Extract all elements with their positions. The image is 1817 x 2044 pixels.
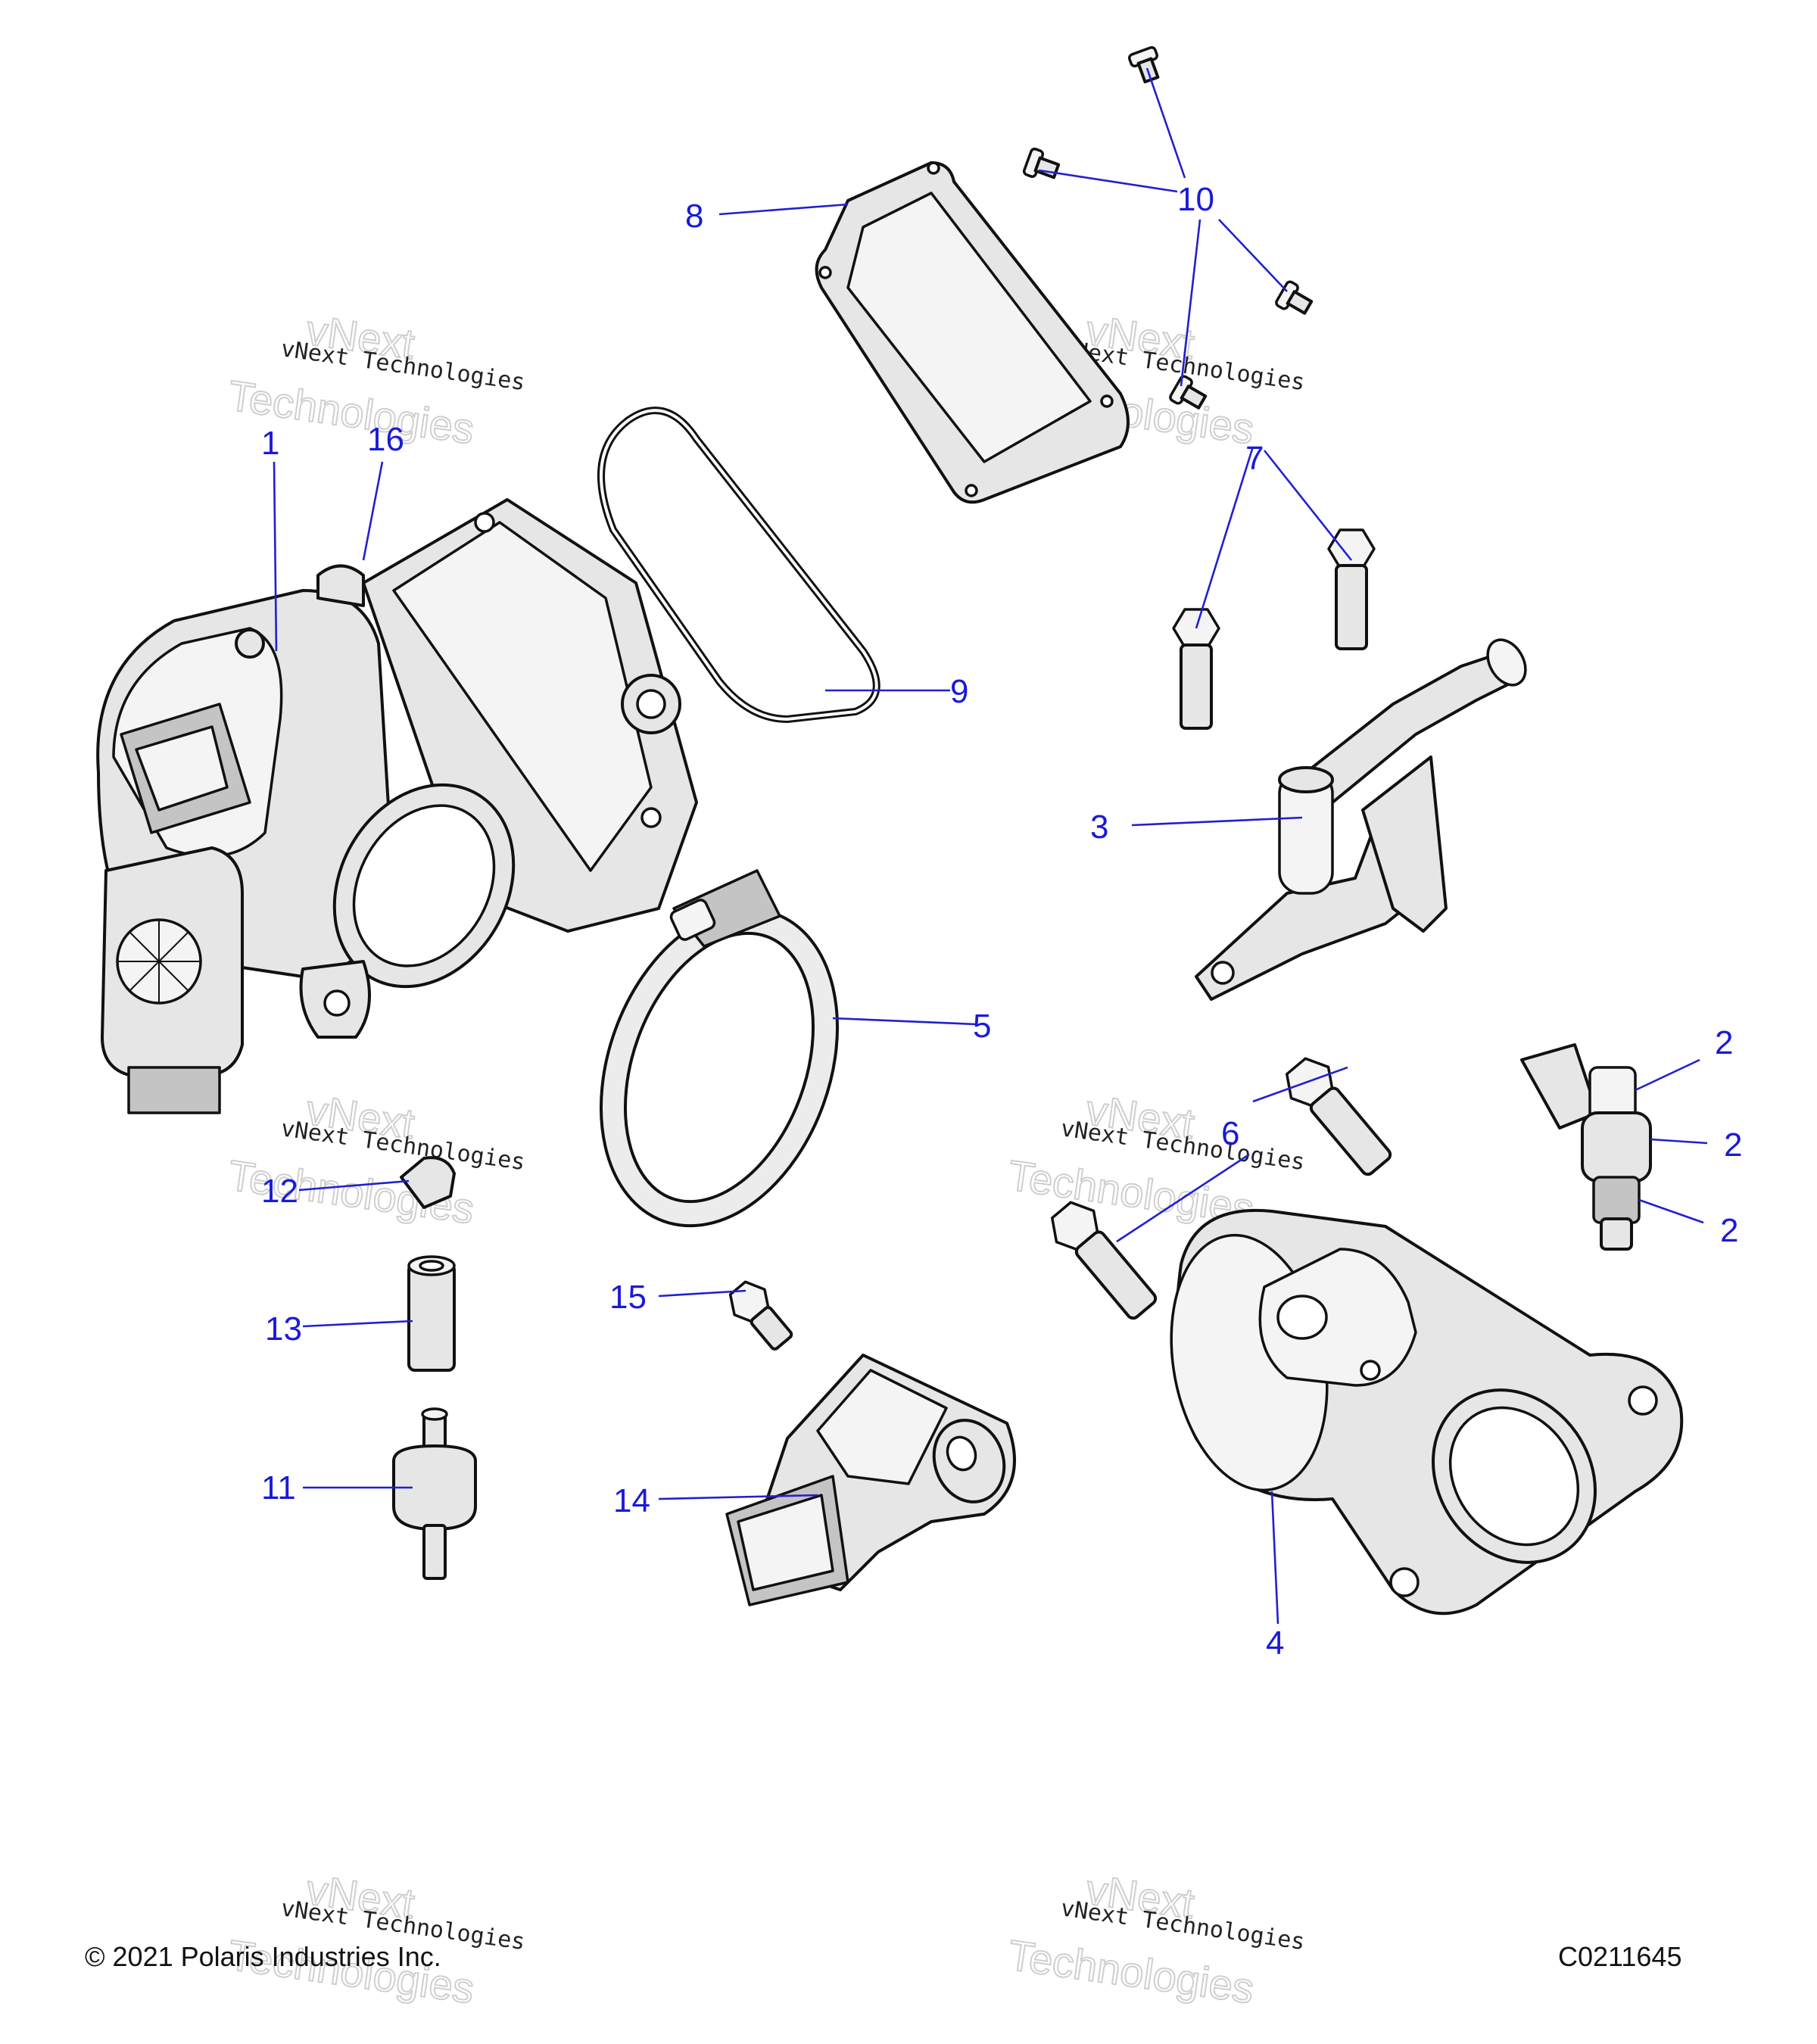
fuel-injector-part	[1520, 1043, 1652, 1251]
bracket-tube-part	[1195, 638, 1527, 1001]
clip-part	[400, 1156, 456, 1209]
cover-plate-part	[815, 161, 1130, 504]
callout-14: 14	[613, 1482, 650, 1519]
callout-2-bottom: 2	[1720, 1212, 1738, 1249]
gasket-o-ring-part	[597, 407, 880, 724]
callout-7: 7	[1245, 440, 1264, 477]
bolt-pair-lower-part	[1050, 1057, 1392, 1320]
callout-2-middle: 2	[1724, 1126, 1742, 1164]
callout-13: 13	[265, 1310, 302, 1348]
intake-adapter-part	[1170, 1208, 1684, 1616]
watermark-mid-left: vNext Technologies vNext Technologies	[225, 1085, 527, 1233]
callout-6: 6	[1221, 1115, 1239, 1152]
callout-10: 10	[1177, 181, 1214, 218]
throttle-body-part	[96, 498, 698, 1114]
sleeve-part	[407, 1255, 456, 1372]
leader-lines	[273, 67, 1708, 1625]
diagram-code: C0211645	[1558, 1941, 1681, 1972]
watermark-bottom-left: vNext Technologies vNext Technologies	[225, 1865, 527, 2013]
callout-5: 5	[973, 1008, 991, 1045]
map-sensor-part	[725, 1354, 1016, 1606]
copyright-text: © 2021 Polaris Industries Inc.	[85, 1941, 441, 1972]
callout-12: 12	[261, 1173, 298, 1210]
mounting-bolt-part	[728, 1280, 793, 1351]
hose-clamp-part	[599, 869, 840, 1228]
bolt-pair-part	[1172, 528, 1376, 730]
check-valve-part	[392, 1407, 477, 1580]
callout-15: 15	[609, 1279, 647, 1316]
callout-8: 8	[685, 198, 703, 235]
callout-16: 16	[367, 421, 404, 458]
callout-2-top: 2	[1715, 1024, 1733, 1061]
callout-4: 4	[1266, 1625, 1284, 1662]
callout-1: 1	[261, 425, 279, 462]
callout-11: 11	[261, 1469, 296, 1507]
callout-labels: 1 16 2 2 2 3 4 5 6 7 8 9 10 11 12 13 14 …	[261, 181, 1742, 1662]
callout-9: 9	[950, 673, 968, 710]
callout-3: 3	[1090, 809, 1108, 846]
watermark-bottom-right: vNext Technologies vNext Technologies	[1005, 1865, 1307, 2013]
